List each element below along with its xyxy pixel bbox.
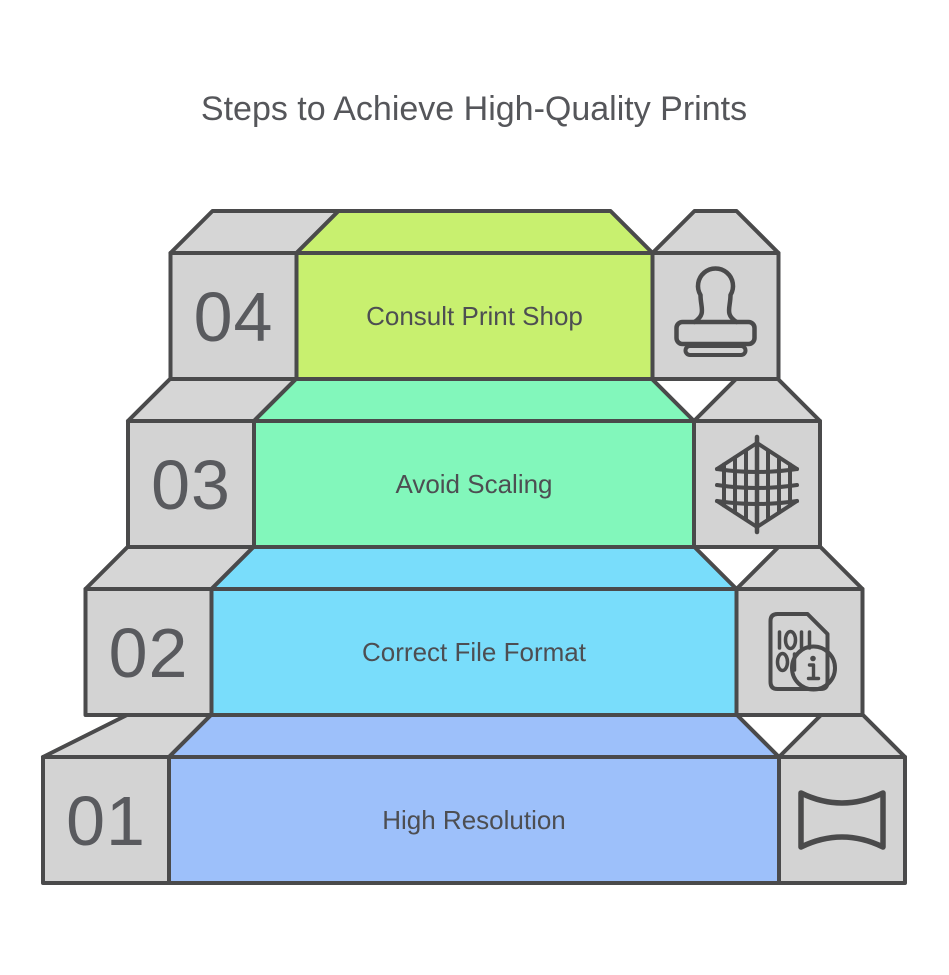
step-03-label: Avoid Scaling	[395, 469, 552, 499]
binary-file-info-icon	[768, 612, 837, 692]
step-04-number: 04	[194, 278, 274, 356]
step-01-label: High Resolution	[382, 805, 566, 835]
step-row-04: 04 Consult Print Shop	[168, 209, 781, 381]
step-01-right-top-face	[777, 713, 907, 759]
mesh-grid-icon	[715, 434, 799, 535]
info-dot	[810, 655, 816, 662]
stamp-icon	[674, 266, 757, 357]
step-04-right-top-face	[650, 209, 781, 255]
step-02-number: 02	[109, 614, 189, 692]
diagram-title: Steps to Achieve High-Quality Prints	[201, 90, 747, 128]
step-01-icon-block	[777, 755, 907, 885]
step-02-right-top-face	[734, 545, 865, 591]
step-01-number: 01	[66, 782, 146, 860]
step-row-02: 02 Correct File Format	[83, 545, 865, 717]
step-04-label: Consult Print Shop	[366, 301, 583, 331]
step-02-center-top-face	[209, 545, 739, 591]
step-01-label-bar	[167, 755, 781, 885]
step-03-center-top-face	[252, 377, 696, 423]
step-01-center-top-face	[167, 713, 781, 759]
panorama-icon	[798, 790, 886, 850]
step-03-number: 03	[151, 446, 231, 524]
step-01-number-block	[41, 755, 171, 885]
step-row-01: 01 High Resolution	[41, 713, 907, 885]
step-02-label-bar	[209, 587, 739, 717]
step-02-label: Correct File Format	[362, 637, 587, 667]
step-04-icon-block	[650, 251, 781, 381]
step-04-center-top-face	[294, 209, 655, 255]
step-03-right-top-face	[692, 377, 822, 423]
step-row-03: 03 Avoid Scaling	[126, 377, 822, 549]
